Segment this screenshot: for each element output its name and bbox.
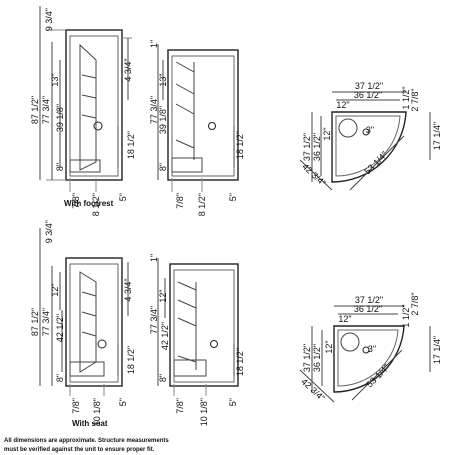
dimension-label: 42 3/4" xyxy=(299,377,326,404)
footrest-side-elevation-b-labels: 1" 77 3/4" 13" 39 1/8" 8" 18 1/2" 7/8" 8… xyxy=(149,40,245,216)
dimension-label: 39 1/8" xyxy=(158,106,168,134)
footrest-side-elevation-a-labels: 9 3/4" 87 1/2" 77 3/4" 13" 39 1/8" 8" 4 … xyxy=(30,8,136,216)
dimension-label: 18 1/2" xyxy=(126,346,136,374)
dimension-label: 87 1/2" xyxy=(30,308,40,336)
seat-side-elevation-a-labels: 9 3/4" 87 1/2" 77 3/4" 12" 42 1/2" 8" 4 … xyxy=(30,220,136,426)
dimension-label: 53 1/4" xyxy=(364,362,391,389)
dimension-label: 4 3/4" xyxy=(123,58,133,81)
dimension-label: 42 1/2" xyxy=(160,322,170,350)
dimension-label: 13" xyxy=(50,73,60,86)
footrest-section: 9 3/4" 87 1/2" 77 3/4" 13" 39 1/8" 8" 4 … xyxy=(30,6,442,216)
seat-side-elevation-a xyxy=(39,228,129,396)
dimension-label: 17 1/4" xyxy=(432,336,442,364)
disclaimer: All dimensions are approximate. Structur… xyxy=(4,438,169,453)
dimension-label: 18 1/2" xyxy=(126,131,136,159)
disclaimer-line-1: All dimensions are approximate. Structur… xyxy=(4,438,169,444)
dimension-label: 2 7/8" xyxy=(410,292,420,315)
footrest-plan-labels: 37 1/2" 36 1/2" 12" 12" 3" 37 1/2" 36 1/… xyxy=(300,81,442,188)
dimension-label: 7/8" xyxy=(175,193,185,209)
dimension-label: 8" xyxy=(55,163,65,171)
dimension-label: 37 1/2" xyxy=(355,81,383,91)
seat-side-elevation-b xyxy=(157,258,239,396)
dimension-label: 9 3/4" xyxy=(44,8,54,31)
dimension-label: 4 3/4" xyxy=(123,278,133,301)
dimension-label: 12" xyxy=(336,100,349,110)
dimension-label: 8" xyxy=(55,374,65,382)
dimension-label: 12" xyxy=(324,340,334,353)
dimension-label: 3" xyxy=(368,344,376,354)
dimension-label: 5" xyxy=(228,193,238,201)
dimension-label: 13" xyxy=(158,73,168,86)
dimension-label: 8 1/2" xyxy=(197,193,207,216)
dimension-label: 7/8" xyxy=(71,398,81,414)
dimension-label: 17 1/4" xyxy=(432,122,442,150)
dimension-label: 1 1/2" xyxy=(401,86,411,109)
dimension-label: 36 1/2" xyxy=(312,344,322,372)
dimension-label: 39 1/8" xyxy=(55,104,65,132)
seat-plan-labels: 37 1/2" 36 1/2" 12" 12" 3" 37 1/2" 36 1/… xyxy=(299,292,442,403)
disclaimer-line-2: must be verified against the unit to ens… xyxy=(4,447,155,453)
dimension-label: 5" xyxy=(118,193,128,201)
section-caption: With footrest xyxy=(64,199,114,208)
dimension-label: 8" xyxy=(158,163,168,171)
dimension-label: 53 1/4" xyxy=(362,149,389,176)
seat-side-elevation-b-labels: 1" 77 3/4" 12" 42 1/2" 8" 18 1/2" 7/8" 1… xyxy=(149,254,245,426)
dimension-label: 2 7/8" xyxy=(410,88,420,111)
dimension-label: 1 1/2" xyxy=(401,304,411,327)
dimension-label: 7/8" xyxy=(71,193,81,209)
dimension-label: 5" xyxy=(118,398,128,406)
dimension-label: 12" xyxy=(322,127,332,140)
footrest-side-elevation-a xyxy=(39,6,132,192)
dimension-label: 5" xyxy=(228,398,238,406)
dimension-label: 12" xyxy=(158,289,168,302)
dimension-label: 36 1/2" xyxy=(354,304,382,314)
dimension-label: 12" xyxy=(338,314,351,324)
dimension-label: 10 1/8" xyxy=(199,398,209,426)
dimension-label: 8 1/2" xyxy=(91,193,101,216)
dimension-label: 7/8" xyxy=(175,398,185,414)
footrest-side-elevation-b xyxy=(157,44,239,192)
dimension-label: 42 3/4" xyxy=(300,162,327,189)
section-caption: With seat xyxy=(72,419,108,428)
dimension-label: 37 1/2" xyxy=(355,295,383,305)
dimension-label: 36 1/2" xyxy=(312,133,322,161)
dimension-label: 37 1/2" xyxy=(302,133,312,161)
dimension-label: 18 1/2" xyxy=(235,131,245,159)
dimension-label: 1" xyxy=(149,254,159,262)
dimension-label: 87 1/2" xyxy=(30,96,40,124)
dimension-label: 37 1/2" xyxy=(302,344,312,372)
dimension-label: 77 3/4" xyxy=(149,96,159,124)
footrest-plan-view xyxy=(299,91,431,191)
dimension-label: 36 1/2" xyxy=(354,90,382,100)
dimension-label: 18 1/2" xyxy=(235,348,245,376)
dimension-label: 10 1/8" xyxy=(92,398,102,426)
dimension-label: 12" xyxy=(50,283,60,296)
seat-plan-view xyxy=(299,305,431,403)
dimension-label: 9 3/4" xyxy=(44,220,54,243)
dimension-label: 42 1/2" xyxy=(55,314,65,342)
dimension-label: 1" xyxy=(149,40,159,48)
seat-section: 9 3/4" 87 1/2" 77 3/4" 12" 42 1/2" 8" 4 … xyxy=(30,220,442,428)
dimension-label: 77 3/4" xyxy=(149,306,159,334)
dimension-label: 3" xyxy=(366,125,374,135)
dimension-label: 77 3/4" xyxy=(41,96,51,124)
dimension-label: 77 3/4" xyxy=(41,308,51,336)
dimension-label: 8" xyxy=(158,374,168,382)
